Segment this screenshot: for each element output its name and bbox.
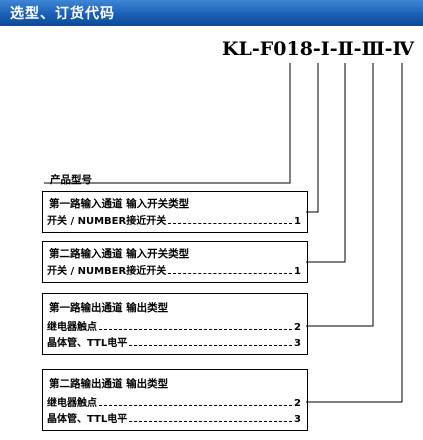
product-model-label: 产品型号	[50, 174, 92, 186]
option-label: 开关 / NUMBER接近开关	[47, 266, 167, 277]
option-label: 继电器触点	[47, 322, 97, 333]
leader-dots	[168, 273, 293, 274]
connector-part-1	[306, 63, 319, 213]
connector-product	[44, 63, 291, 184]
option-code: 2	[294, 398, 301, 409]
connector-part-2	[306, 63, 346, 263]
option-box-output-2: 第二路输出通道 输出类型 继电器触点 2 晶体管、TTL电平 3	[42, 369, 308, 431]
option-label: 晶体管、TTL电平	[47, 338, 128, 349]
page-title: 选型、订货代码	[10, 6, 115, 22]
option-row: 开关 / NUMBER接近开关 1	[47, 262, 301, 277]
option-code: 1	[294, 216, 301, 227]
leader-dots	[129, 345, 293, 346]
model-code: KL-F018-Ⅰ-Ⅱ-Ⅲ-Ⅳ	[222, 38, 414, 60]
option-label: 继电器触点	[47, 398, 97, 409]
connector-part-3	[306, 63, 374, 327]
model-code-sep-1: -	[329, 38, 338, 60]
option-code: 1	[294, 266, 301, 277]
option-code: 3	[294, 414, 301, 425]
option-box-output-1: 第一路输出通道 输出类型 继电器触点 2 晶体管、TTL电平 3	[42, 293, 308, 355]
option-label: 开关 / NUMBER接近开关	[47, 216, 167, 227]
option-code: 2	[294, 322, 301, 333]
model-code-sep-2: -	[353, 38, 362, 60]
option-box-input-2: 第二路输入通道 输入开关类型 开关 / NUMBER接近开关 1	[42, 241, 308, 283]
leader-dots	[168, 223, 293, 224]
option-code: 3	[294, 338, 301, 349]
option-box-heading: 第一路输出通道 输出类型	[49, 302, 169, 314]
leader-dots	[99, 405, 293, 406]
leader-dots	[129, 421, 293, 422]
model-code-prefix: KL-F018-	[222, 38, 321, 60]
option-row: 开关 / NUMBER接近开关 1	[47, 212, 301, 227]
leader-dots	[99, 329, 293, 330]
option-box-heading: 第一路输入通道 输入开关类型	[49, 198, 190, 210]
option-box-heading: 第二路输出通道 输出类型	[49, 378, 169, 390]
option-box-input-1: 第一路输入通道 输入开关类型 开关 / NUMBER接近开关 1	[42, 191, 308, 233]
option-row: 晶体管、TTL电平 3	[47, 334, 301, 349]
model-code-part-3: Ⅲ	[361, 38, 385, 60]
option-label: 晶体管、TTL电平	[47, 414, 128, 425]
model-code-part-2: Ⅱ	[337, 38, 354, 60]
option-row: 继电器触点 2	[47, 394, 301, 409]
connector-part-4	[306, 63, 403, 403]
title-bar: 选型、订货代码	[0, 0, 423, 26]
option-row: 晶体管、TTL电平 3	[47, 410, 301, 425]
model-code-sep-3: -	[384, 38, 393, 60]
option-box-heading: 第二路输入通道 输入开关类型	[49, 248, 190, 260]
model-code-part-1: Ⅰ	[320, 38, 330, 60]
model-code-part-4: Ⅳ	[392, 38, 415, 60]
option-row: 继电器触点 2	[47, 318, 301, 333]
